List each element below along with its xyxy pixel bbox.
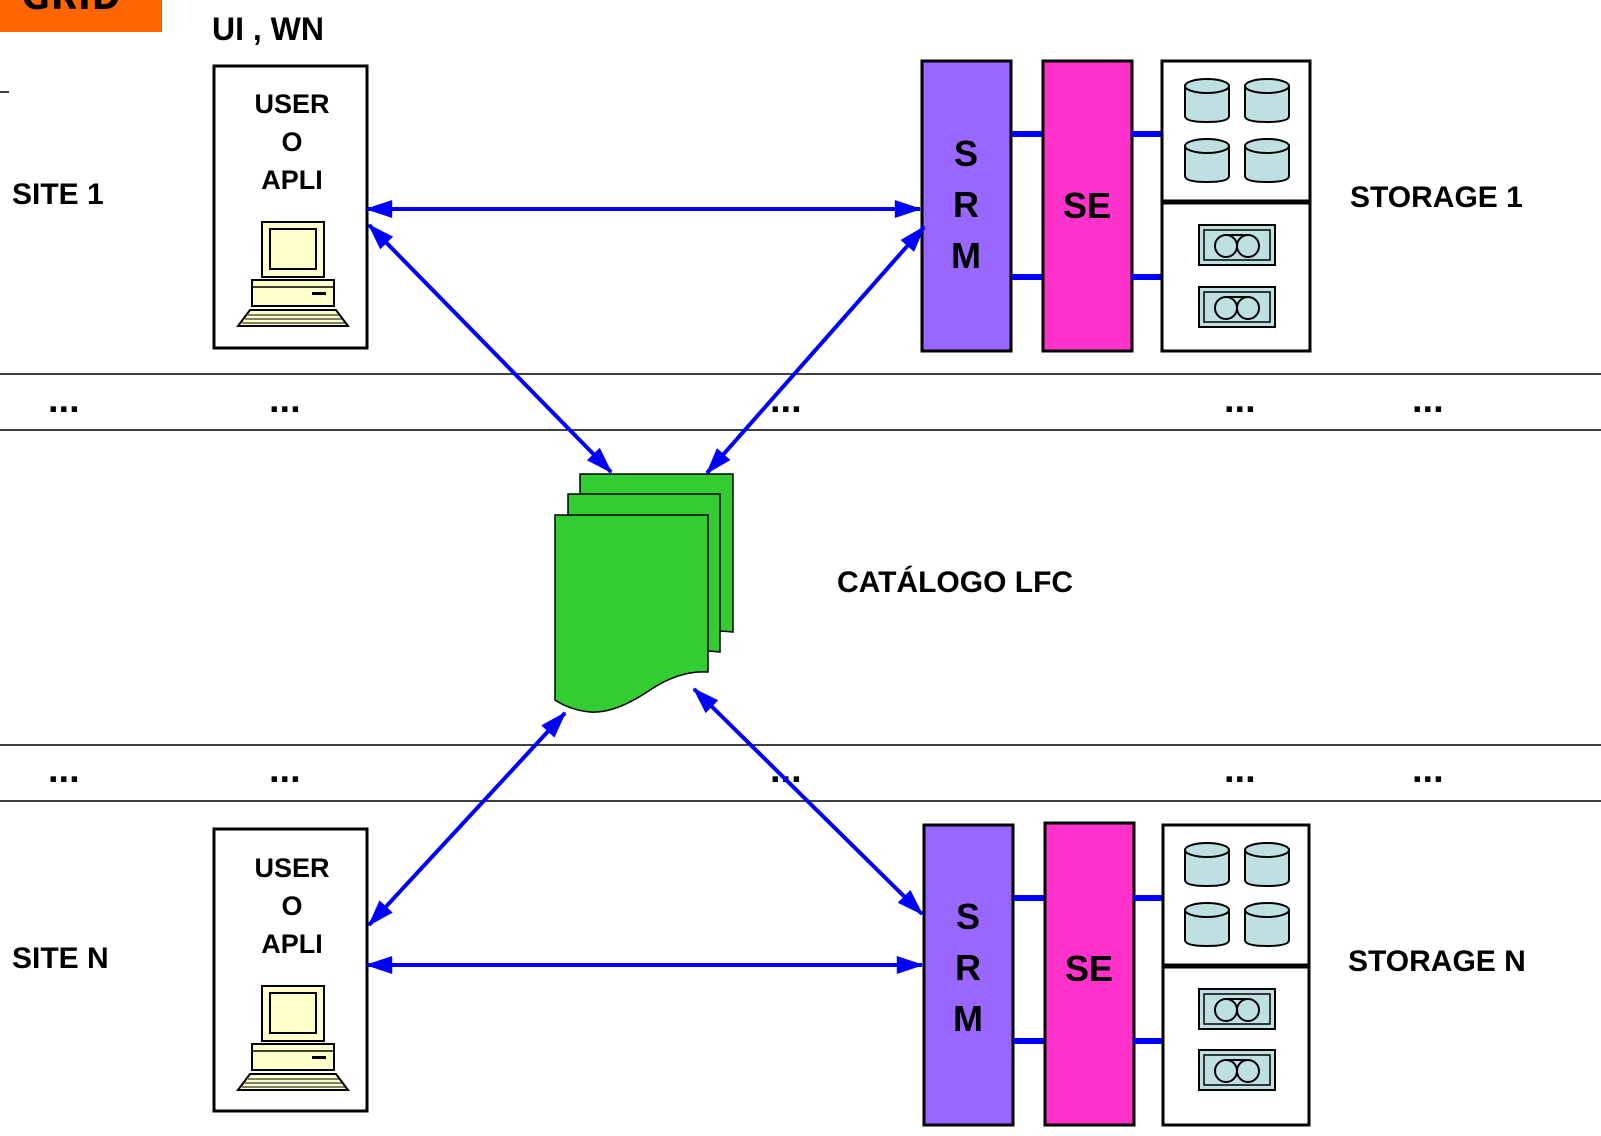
grid-badge: GRID — [0, 0, 162, 32]
srm-m: M — [953, 998, 983, 1039]
ellipsis: ... — [1224, 379, 1256, 421]
se-box-site-1: SE — [1041, 59, 1134, 353]
se-storage-links-site-n — [1134, 895, 1163, 1044]
disk-icon — [1184, 78, 1230, 123]
ellipsis-row-bottom: ... ... ... ... ... — [48, 749, 1444, 791]
tape-icon — [1198, 286, 1276, 328]
arrow-user1-catalog — [367, 223, 613, 474]
ellipsis: ... — [48, 749, 80, 791]
ellipsis: ... — [1224, 749, 1256, 791]
srm-m: M — [951, 235, 981, 276]
tape-icon — [1198, 988, 1276, 1030]
apli-text: APLI — [261, 165, 323, 195]
disk-icon — [1244, 78, 1290, 123]
o-text: O — [281, 127, 302, 157]
srm-se-links-site-1 — [1011, 131, 1043, 280]
arrow-catalog-usern — [367, 711, 567, 927]
srm-s: S — [954, 133, 978, 174]
disk-icon — [1184, 138, 1230, 183]
arrows — [365, 200, 926, 974]
se-label: SE — [1065, 948, 1113, 989]
user-text: USER — [254, 853, 329, 883]
disk-icon — [1244, 138, 1290, 183]
se-label: SE — [1063, 185, 1111, 226]
ui-wn-label: UI , WN — [212, 11, 324, 47]
apli-text: APLI — [261, 929, 323, 959]
srm-box-site-1: S R M — [920, 59, 1013, 353]
user-box-site-n: USER O APLI — [212, 827, 369, 1113]
srm-se-links-site-n — [1013, 895, 1045, 1044]
storage-1-label: STORAGE 1 — [1350, 181, 1523, 214]
catalog-label: CATÁLOGO LFC — [837, 565, 1073, 599]
srm-box-site-n: S R M — [922, 823, 1015, 1127]
user-text: USER — [254, 89, 329, 119]
se-storage-links-site-1 — [1132, 131, 1162, 280]
grid-badge-text: GRID — [22, 0, 121, 18]
catalog-documents-icon — [554, 473, 734, 713]
tape-icon — [1198, 224, 1276, 266]
arrow-srm1-catalog — [705, 225, 926, 475]
arrow-catalog-srmn — [692, 687, 924, 916]
srm-s: S — [956, 896, 980, 937]
se-box-site-n: SE — [1043, 821, 1136, 1127]
srm-r: R — [953, 184, 979, 225]
ellipsis-row-top: ... ... ... ... ... — [48, 379, 1444, 421]
separator-lines — [0, 373, 1601, 802]
ellipsis: ... — [48, 379, 80, 421]
ellipsis: ... — [1412, 749, 1444, 791]
disk-icon — [1184, 842, 1230, 887]
o-text: O — [281, 891, 302, 921]
disk-icon — [1244, 902, 1290, 947]
tape-icon — [1198, 1049, 1276, 1091]
storage-box-site-1 — [1160, 59, 1312, 353]
ellipsis: ... — [1412, 379, 1444, 421]
disk-icon — [1244, 842, 1290, 887]
site-1-label: SITE 1 — [12, 178, 104, 211]
storage-n-label: STORAGE N — [1348, 945, 1526, 978]
disk-icon — [1184, 902, 1230, 947]
ellipsis: ... — [269, 379, 301, 421]
ellipsis: ... — [269, 749, 301, 791]
srm-r: R — [955, 947, 981, 988]
storage-box-site-n — [1161, 823, 1311, 1127]
user-box-site-1: USER O APLI — [212, 64, 369, 350]
site-n-label: SITE N — [12, 942, 109, 975]
